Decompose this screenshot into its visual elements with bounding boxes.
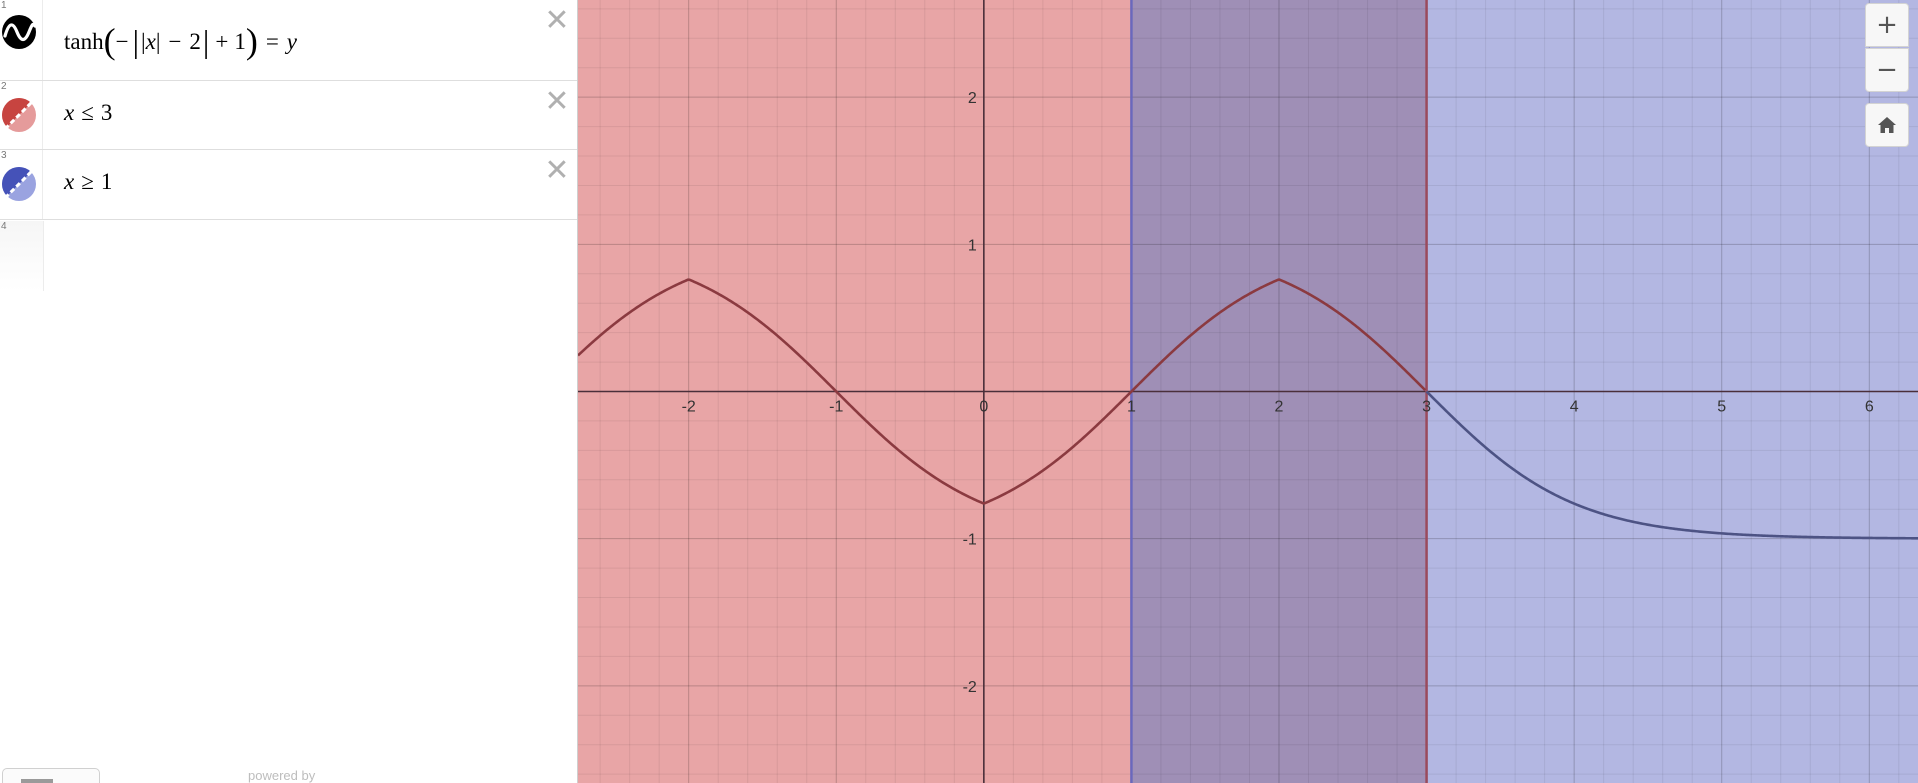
expression-index: 1 xyxy=(1,0,7,11)
y-tick-label: 1 xyxy=(968,237,977,254)
math-token: ) xyxy=(245,21,258,61)
default-viewport-button[interactable] xyxy=(1865,103,1909,147)
math-token: 2 xyxy=(189,29,201,54)
math-token: = xyxy=(265,29,279,54)
expression-math-1[interactable]: tanh(−||x|−2|+1)=y xyxy=(64,20,297,62)
expression-index: 3 xyxy=(1,150,7,161)
x-tick-label: 2 xyxy=(1275,399,1284,416)
math-token: − xyxy=(168,29,182,54)
math-token: tanh xyxy=(64,29,104,54)
expression-row-1[interactable]: 1 tanh(−||x|−2|+1)=y ✕ xyxy=(0,0,577,81)
wave-graph-icon[interactable] xyxy=(1,14,37,50)
x-tick-label: -2 xyxy=(682,399,696,416)
graph-paper[interactable]: -2 -1 0 1 2 3 4 5 6 -2 -1 1 2 xyxy=(578,0,1918,783)
x-tick-label: 0 xyxy=(979,399,988,416)
x-tick-label: 1 xyxy=(1127,399,1136,416)
keyboard-icon xyxy=(21,779,53,783)
math-token: x xyxy=(64,169,75,194)
inequality-dashed-icon[interactable] xyxy=(1,166,37,202)
expression-row-3[interactable]: 3 x≥1 ✕ xyxy=(0,150,577,220)
zoom-in-button[interactable]: + xyxy=(1865,3,1909,47)
math-token: x xyxy=(145,29,156,54)
x-tick-label: 5 xyxy=(1717,399,1726,416)
expression-math-3[interactable]: x≥1 xyxy=(64,169,112,195)
powered-by-label: powered by xyxy=(248,768,316,783)
expression-row-2[interactable]: 2 x≤3 ✕ xyxy=(0,81,577,150)
expression-math-2[interactable]: x≤3 xyxy=(64,100,112,126)
math-token: | xyxy=(141,29,146,54)
math-token: x xyxy=(64,100,75,125)
delete-expression-button[interactable]: ✕ xyxy=(544,153,570,188)
math-token: | xyxy=(132,23,139,59)
delete-expression-button[interactable]: ✕ xyxy=(544,84,570,119)
x-tick-label: 4 xyxy=(1570,399,1579,416)
math-token: ≤ xyxy=(81,100,94,125)
keypad-toggle-button[interactable] xyxy=(2,768,100,783)
math-token: − xyxy=(115,29,129,54)
y-tick-label: -2 xyxy=(963,679,977,696)
expression-list: 1 tanh(−||x|−2|+1)=y ✕ 2 x≤3 ✕ 3 xyxy=(0,0,578,783)
math-token: ( xyxy=(103,21,116,61)
delete-expression-button[interactable]: ✕ xyxy=(544,3,570,38)
x-tick-label: 3 xyxy=(1422,399,1431,416)
math-token: 1 xyxy=(100,169,113,194)
inequality-dashed-icon[interactable] xyxy=(1,97,37,133)
expression-index: 2 xyxy=(1,81,7,92)
curve-segment-left xyxy=(578,278,1427,505)
expression-gutter: 1 xyxy=(0,0,43,80)
math-token: | xyxy=(155,29,161,54)
math-token: | xyxy=(202,23,210,59)
zoom-out-button[interactable]: − xyxy=(1865,48,1909,92)
x-tick-label: 6 xyxy=(1865,399,1874,416)
curve-segment-right xyxy=(1425,390,1918,540)
y-tick-label: 2 xyxy=(968,90,977,107)
math-token: + xyxy=(215,29,229,54)
expression-index: 4 xyxy=(1,221,7,232)
graph-canvas[interactable]: -2 -1 0 1 2 3 4 5 6 -2 -1 1 2 xyxy=(578,0,1918,783)
tick-labels: -2 -1 0 1 2 3 4 5 6 -2 -1 1 2 xyxy=(682,90,1874,696)
math-token: 3 xyxy=(100,100,113,125)
expression-gutter: 2 xyxy=(0,81,43,149)
math-token: ≥ xyxy=(81,169,94,194)
home-icon xyxy=(1878,117,1896,133)
math-token: 1 xyxy=(234,29,246,54)
math-token: y xyxy=(286,29,298,54)
y-tick-label: -1 xyxy=(963,532,977,549)
function-curve xyxy=(578,278,1918,540)
expression-gutter: 3 xyxy=(0,150,43,219)
x-tick-label: -1 xyxy=(829,399,843,416)
new-expression-row[interactable]: 4 xyxy=(0,221,44,291)
